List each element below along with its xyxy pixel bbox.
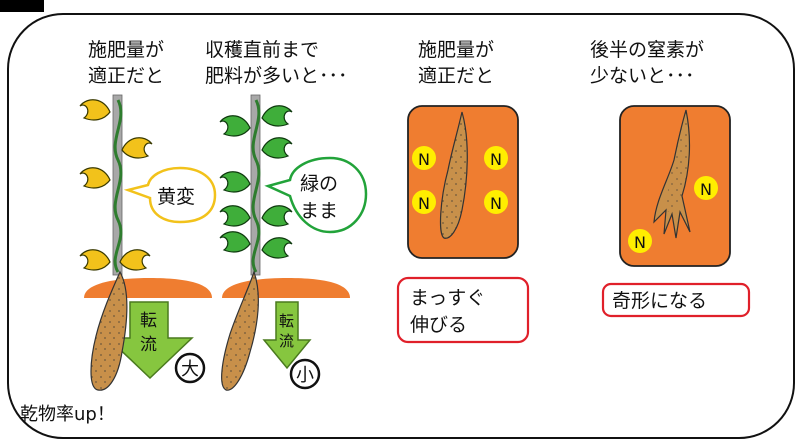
stays-green-label-line2: まま [300, 200, 338, 222]
result-box-straight [396, 276, 530, 344]
panel4-caption-line1: 後半の窒素が [590, 39, 704, 61]
nitrogen-marker: N [628, 229, 652, 253]
panel-low-nitrogen-root: 後半の窒素が 少ないと･･･ N N 奇形になる [590, 39, 751, 318]
nitrogen-marker: N [412, 146, 436, 170]
outer-frame [7, 13, 795, 439]
stays-green-label-line1: 緑の [300, 173, 338, 195]
panel2-caption-line1: 収穫直前まで [205, 39, 319, 61]
nitrogen-marker: N [694, 176, 718, 200]
panel1-caption-line2: 適正だと [88, 65, 164, 87]
panel3-caption-line1: 施肥量が [418, 39, 494, 61]
panel-appropriate-fertilizer-root: 施肥量が 適正だと N N N N まっすぐ 伸びる [396, 39, 530, 344]
corner-tab [0, 0, 44, 12]
dry-matter-note: 乾物率up！ [20, 404, 115, 425]
svg-text:N: N [418, 194, 430, 213]
size-badge-small-label: 小 [296, 365, 314, 386]
arrow-label-char2: 流 [279, 332, 294, 350]
stake [112, 94, 123, 276]
nitrogen-marker: N [484, 146, 508, 170]
vine [113, 99, 123, 273]
yellowing-bubble [123, 166, 217, 224]
svg-text:N: N [490, 194, 502, 213]
panel-appropriate-fertilizer-plant: 施肥量が 適正だと 黄変 転 流 大 乾物率up！ [20, 39, 217, 425]
panel1-caption-line1: 施肥量が [88, 39, 164, 61]
stays-green-bubble [264, 156, 368, 234]
size-badge-small [289, 358, 321, 390]
svg-text:N: N [418, 150, 430, 169]
size-badge-large-label: 大 [181, 359, 199, 380]
size-badge-large [174, 352, 206, 384]
panel2-caption-line2: 肥料が多いと･･･ [205, 65, 348, 87]
nitrogen-marker: N [484, 190, 508, 214]
svg-text:N: N [490, 150, 502, 169]
vine [251, 99, 261, 273]
result-deformed-label: 奇形になる [612, 290, 707, 312]
result-straight-line2: 伸びる [410, 314, 467, 336]
translocation-arrow-small [262, 301, 312, 370]
svg-text:N: N [700, 180, 712, 199]
result-box-deformed [601, 282, 751, 318]
arrow-label-char1: 転 [279, 312, 294, 330]
panel-excess-fertilizer-plant: 収穫直前まで 肥料が多いと･･･ 緑の まま 転 流 小 [205, 39, 368, 391]
nitrogen-marker: N [412, 190, 436, 214]
panel3-caption-line2: 適正だと [418, 65, 494, 87]
svg-text:N: N [634, 233, 646, 252]
arrow-label-char1: 転 [140, 311, 157, 331]
panel4-caption-line2: 少ないと･･･ [590, 65, 695, 87]
translocation-arrow-large [106, 301, 194, 380]
yellowing-label: 黄変 [157, 186, 195, 208]
result-straight-line1: まっすぐ [410, 287, 485, 309]
arrow-label-char2: 流 [140, 335, 157, 355]
